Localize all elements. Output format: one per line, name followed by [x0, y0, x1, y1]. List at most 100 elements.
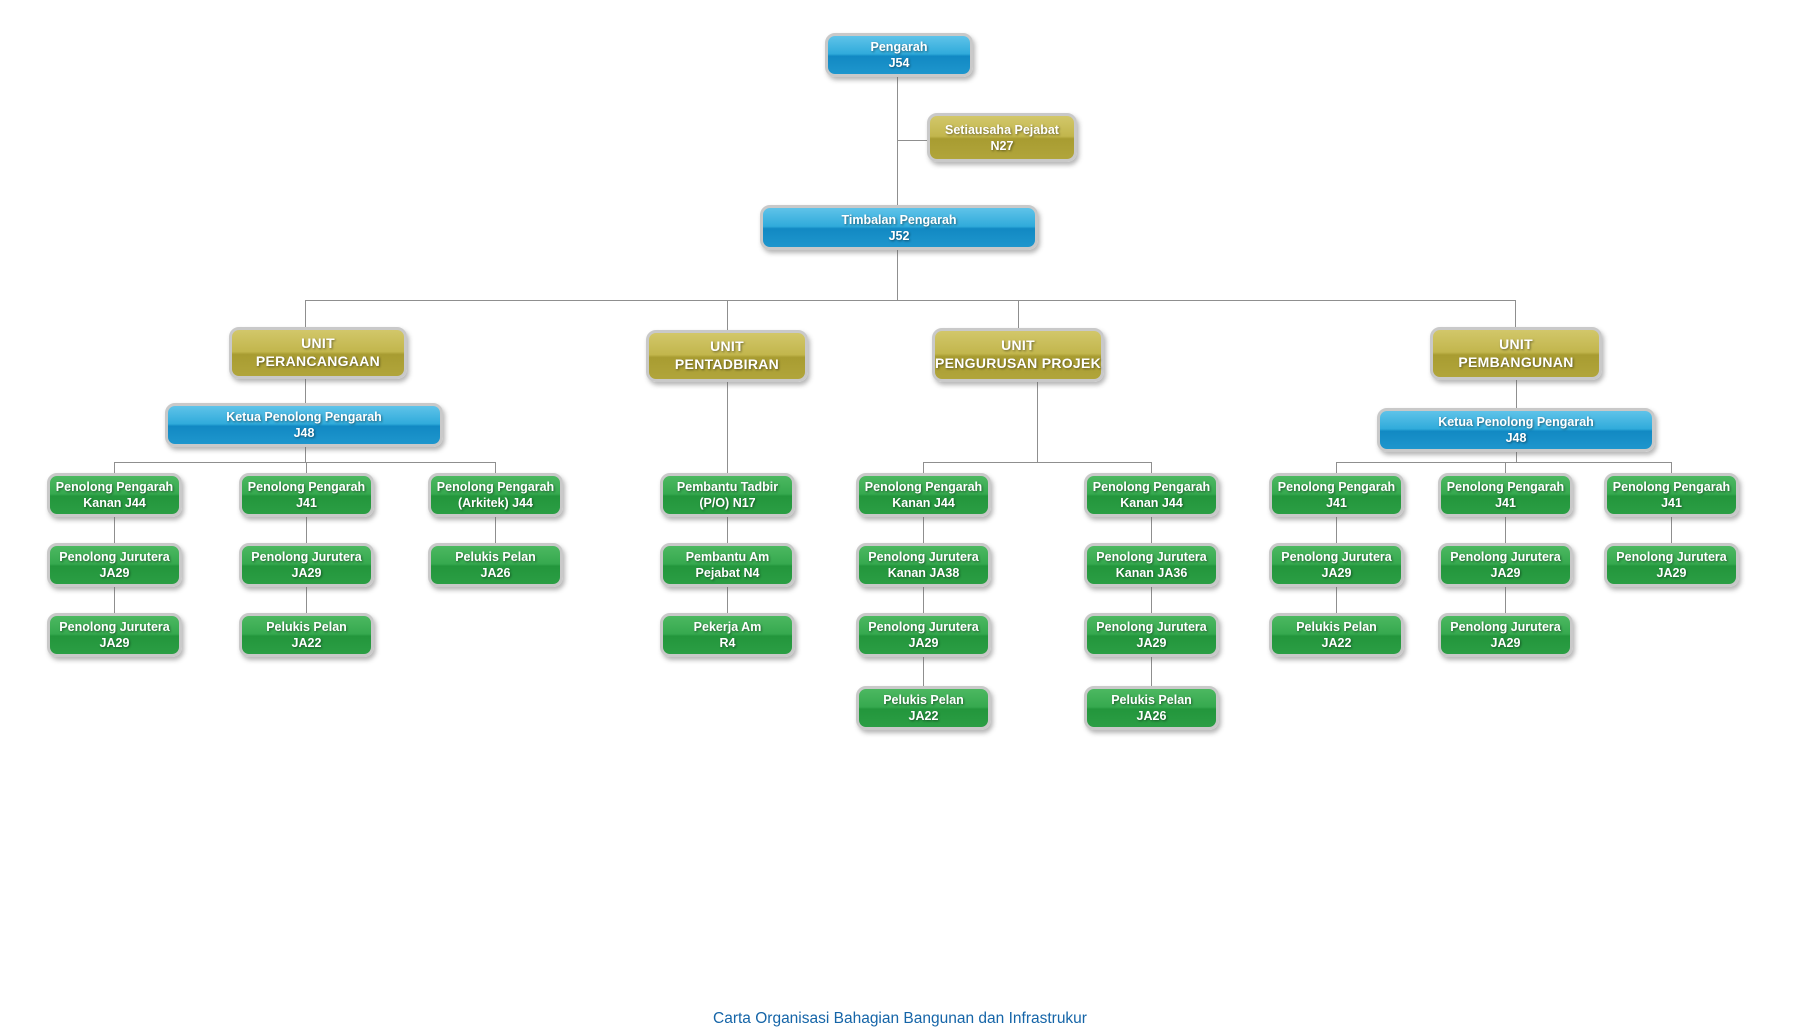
node-pembangunan-c1-r2: Penolong Jurutera JA29	[1269, 543, 1404, 587]
connector	[923, 462, 1151, 463]
connector	[727, 300, 728, 330]
node-grade: J41	[1495, 496, 1516, 510]
connector	[923, 657, 924, 686]
node-grade: JA29	[1321, 566, 1352, 580]
connector	[1505, 517, 1506, 543]
node-title: Penolong Jurutera	[251, 550, 362, 564]
node-title: Penolong Pengarah	[1446, 480, 1565, 494]
node-title: UNIT	[710, 338, 744, 355]
connector	[1151, 517, 1152, 543]
node-pentadbiran-r2: Pembantu Am Pejabat N4	[660, 543, 795, 587]
connector	[305, 379, 306, 403]
node-pembangunan-c1-r1: Penolong Pengarah J41	[1269, 473, 1404, 517]
connector	[727, 517, 728, 543]
connector	[1671, 462, 1672, 473]
node-grade: R4	[719, 636, 736, 650]
node-title: Ketua Penolong Pengarah	[1438, 415, 1594, 429]
connector	[306, 517, 307, 543]
node-grade: Kanan JA36	[1115, 566, 1188, 580]
node-unit-perancangaan: UNIT PERANCANGAAN	[229, 327, 407, 379]
node-title: PERANCANGAAN	[255, 353, 381, 369]
node-setiausaha-pejabat: Setiausaha Pejabat N27	[927, 113, 1077, 162]
node-title: Penolong Jurutera	[1450, 550, 1561, 564]
node-pengurusan-c1-r4: Pelukis Pelan JA22	[856, 686, 991, 730]
node-pengurusan-c1-r2: Penolong Jurutera Kanan JA38	[856, 543, 991, 587]
node-pentadbiran-r3: Pekerja Am R4	[660, 613, 795, 657]
connector	[1336, 587, 1337, 613]
node-pentadbiran-r1: Pembantu Tadbir (P/O) N17	[660, 473, 795, 517]
node-grade: JA29	[99, 636, 130, 650]
node-title: Penolong Jurutera	[1281, 550, 1392, 564]
node-title: Pekerja Am	[693, 620, 762, 634]
node-title: Penolong Jurutera	[59, 620, 170, 634]
node-grade: (Arkitek) J44	[457, 496, 534, 510]
node-title: Pelukis Pelan	[266, 620, 347, 634]
node-title: Penolong Pengarah	[1612, 480, 1731, 494]
connector	[495, 462, 496, 473]
node-title: Timbalan Pengarah	[841, 212, 957, 227]
node-pengurusan-c2-r2: Penolong Jurutera Kanan JA36	[1084, 543, 1219, 587]
node-title: Pelukis Pelan	[1111, 693, 1192, 707]
node-grade: J41	[1326, 496, 1347, 510]
connector	[923, 462, 924, 473]
connector	[923, 517, 924, 543]
node-pembangunan-c3-r1: Penolong Pengarah J41	[1604, 473, 1739, 517]
node-title: Penolong Pengarah	[1092, 480, 1211, 494]
node-timbalan-pengarah: Timbalan Pengarah J52	[760, 205, 1038, 250]
connector	[114, 462, 115, 473]
node-grade: Kanan J44	[1120, 496, 1183, 510]
connector	[1336, 462, 1337, 473]
node-grade: Kanan J44	[892, 496, 955, 510]
connector	[306, 462, 307, 473]
node-grade: J54	[888, 56, 910, 70]
connector	[305, 300, 1515, 301]
node-grade: JA22	[1321, 636, 1352, 650]
connector	[897, 77, 898, 205]
chart-caption: Carta Organisasi Bahagian Bangunan dan I…	[713, 1010, 1087, 1027]
node-title: Penolong Pengarah	[436, 480, 555, 494]
node-title: PENTADBIRAN	[674, 356, 780, 372]
connector	[1151, 657, 1152, 686]
node-title: Pengarah	[870, 40, 928, 54]
node-title: UNIT	[301, 335, 335, 352]
connector	[305, 447, 306, 462]
connector	[1151, 587, 1152, 613]
connector	[1515, 300, 1516, 327]
node-grade: J52	[888, 228, 910, 243]
node-title: Penolong Jurutera	[1096, 550, 1207, 564]
node-unit-pentadbiran: UNIT PENTADBIRAN	[646, 330, 808, 382]
connector	[727, 382, 728, 473]
node-title: UNIT	[1499, 335, 1533, 352]
node-pengurusan-c1-r3: Penolong Jurutera JA29	[856, 613, 991, 657]
node-grade: JA29	[99, 566, 130, 580]
connector	[1516, 452, 1517, 462]
node-grade: J48	[293, 426, 315, 440]
connector	[114, 587, 115, 613]
node-pengarah: Pengarah J54	[825, 33, 973, 77]
node-pembangunan-c2-r1: Penolong Pengarah J41	[1438, 473, 1573, 517]
connector	[114, 517, 115, 543]
connector	[1018, 300, 1019, 328]
node-ketua-penolong-pengarah-pembangunan: Ketua Penolong Pengarah J48	[1377, 408, 1655, 452]
connector	[114, 462, 495, 463]
connector	[1037, 382, 1038, 462]
node-grade: JA26	[1136, 709, 1167, 723]
node-grade: JA29	[1656, 566, 1687, 580]
node-title: Penolong Jurutera	[1450, 620, 1561, 634]
connector	[1336, 462, 1671, 463]
node-title: PENGURUSAN PROJEK	[934, 355, 1102, 371]
node-grade: JA26	[480, 566, 511, 580]
node-grade: JA29	[908, 636, 939, 650]
node-title: Penolong Jurutera	[1096, 620, 1207, 634]
node-title: Pembantu Tadbir	[676, 480, 779, 494]
node-grade: J41	[296, 496, 317, 510]
node-title: PEMBANGUNAN	[1458, 353, 1574, 370]
node-pengurusan-c2-r3: Penolong Jurutera JA29	[1084, 613, 1219, 657]
node-perancangaan-c2-r2: Penolong Jurutera JA29	[239, 543, 374, 587]
node-title: Pelukis Pelan	[883, 693, 964, 707]
node-title: Penolong Pengarah	[1277, 480, 1396, 494]
node-ketua-penolong-pengarah-perancangaan: Ketua Penolong Pengarah J48	[165, 403, 443, 447]
node-title: Penolong Jurutera	[1616, 550, 1727, 564]
connector	[1516, 380, 1517, 408]
